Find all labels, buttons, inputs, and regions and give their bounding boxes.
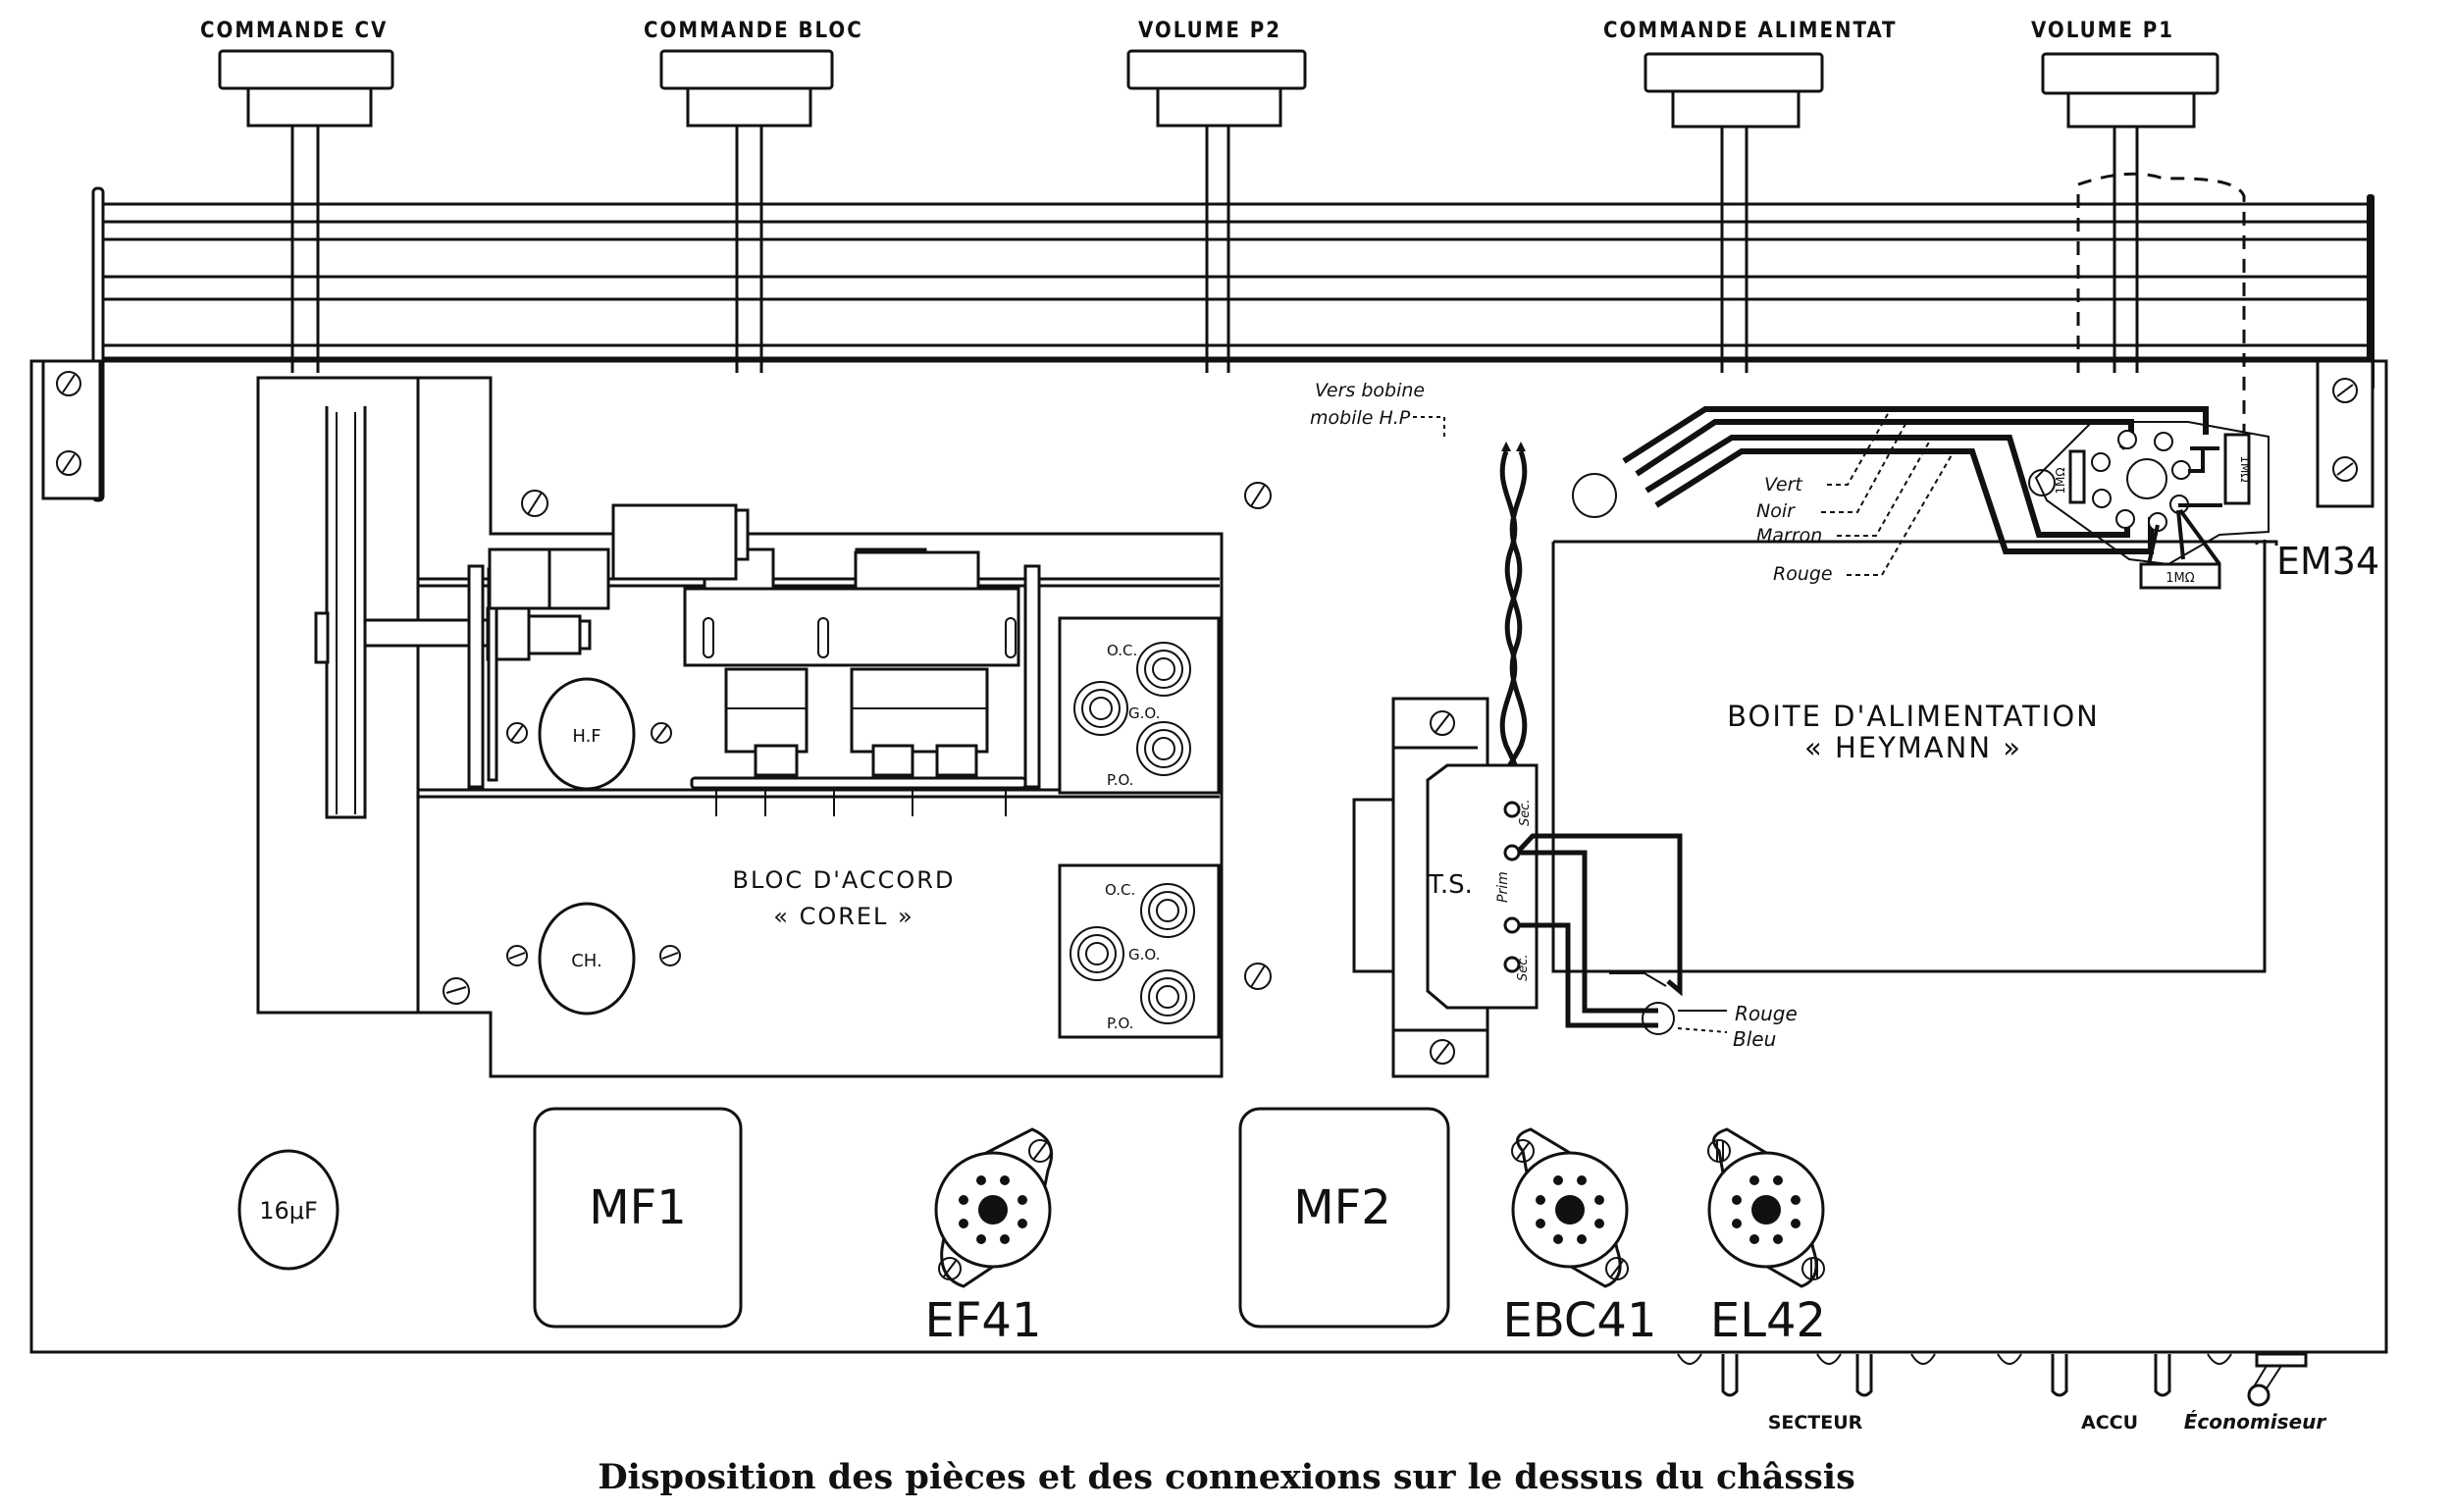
wire-color-vert: Vert bbox=[1764, 474, 1803, 495]
wire-color-rouge: Rouge bbox=[1773, 563, 1833, 585]
if-transformer-mf1: MF1 bbox=[533, 1107, 743, 1329]
figure-caption: Disposition des pièces et des connexions… bbox=[598, 1457, 1855, 1497]
left-bracket bbox=[41, 359, 102, 500]
economiseur-switch bbox=[2247, 1352, 2308, 1407]
bloc-accord-title: BLOC D'ACCORD bbox=[733, 866, 956, 894]
tube-label-ef41: EF41 bbox=[924, 1293, 1041, 1348]
output-transformer: T.S. Sec. Prim Sec. Rouge Bleu bbox=[1352, 697, 1798, 1078]
control-label-cv: COMMANDE CV bbox=[200, 19, 388, 43]
tube-socket-el42 bbox=[1707, 1127, 1825, 1288]
trimmer-label-oc-2: O.C. bbox=[1105, 881, 1135, 899]
wire-color-marron: Marron bbox=[1756, 525, 1822, 547]
mf2-label: MF2 bbox=[1293, 1180, 1391, 1235]
power-box-subtitle: « HEYMANN » bbox=[1804, 731, 2022, 764]
coil-hf-label: H.F bbox=[572, 726, 600, 747]
trimmer-label-po: P.O. bbox=[1107, 771, 1133, 789]
connector-label-accu: ACCU bbox=[2081, 1412, 2138, 1434]
speaker-note-line1: Vers bobine bbox=[1315, 380, 1425, 401]
control-knob-volume-p1: VOLUME P1 bbox=[2031, 19, 2219, 373]
front-panel-rails bbox=[91, 186, 2375, 502]
control-label-volume-p1: VOLUME P1 bbox=[2031, 19, 2174, 43]
control-label-bloc: COMMANDE BLOC bbox=[644, 19, 863, 43]
transformer-sec-top: Sec. bbox=[1518, 799, 1533, 826]
trimmer-label-go: G.O. bbox=[1128, 704, 1160, 722]
resistor-label-right: 1MΩ bbox=[2238, 455, 2252, 482]
coil-ch bbox=[538, 902, 636, 1016]
control-label-alimentation: COMMANDE ALIMENTAT bbox=[1603, 19, 1897, 43]
trimmer-label-go-2: G.O. bbox=[1128, 946, 1160, 964]
transformer-label: T.S. bbox=[1427, 870, 1473, 900]
transformer-prim: Prim bbox=[1495, 871, 1511, 903]
secteur-pin-1 bbox=[1721, 1354, 1739, 1397]
tube-socket-ebc41 bbox=[1511, 1127, 1629, 1288]
transformer-sec-bottom: Sec. bbox=[1516, 954, 1531, 981]
mf1-label: MF1 bbox=[589, 1180, 687, 1235]
power-box-title: BOITE D'ALIMENTATION bbox=[1727, 700, 2100, 733]
control-label-volume-p2: VOLUME P2 bbox=[1138, 19, 1281, 43]
capacitor-16uf: 16μF bbox=[237, 1149, 339, 1271]
power-box: BOITE D'ALIMENTATION « HEYMANN » bbox=[1551, 540, 2278, 973]
coil-hf bbox=[538, 677, 636, 791]
secteur-pin-2 bbox=[1855, 1354, 1873, 1397]
if-transformer-mf2: MF2 bbox=[1238, 1107, 1450, 1329]
chassis-outline bbox=[29, 359, 2388, 1354]
control-knob-volume-p2: VOLUME P2 bbox=[1126, 19, 1307, 373]
connector-label-secteur: SECTEUR bbox=[1768, 1412, 1863, 1434]
resistor-label-bottom: 1MΩ bbox=[2166, 571, 2194, 586]
coil-ch-label: CH. bbox=[571, 951, 602, 971]
bloc-accord: H.F CH. BLOC D'ACCORD « COREL » O.C. G.O… bbox=[256, 376, 1272, 1078]
rear-connectors: SECTEUR ACCU Économiseur bbox=[1677, 1352, 2327, 1434]
capacitor-label: 16μF bbox=[259, 1197, 318, 1225]
speaker-note-line2: mobile H.P bbox=[1310, 407, 1411, 429]
trimmer-label-oc: O.C. bbox=[1107, 642, 1137, 659]
right-bracket bbox=[2316, 359, 2375, 508]
output-wire-rouge: Rouge bbox=[1735, 1002, 1798, 1025]
accu-pin-2 bbox=[2154, 1354, 2171, 1397]
control-knob-alimentation: COMMANDE ALIMENTAT bbox=[1603, 19, 1897, 373]
bloc-accord-subtitle: « COREL » bbox=[773, 903, 913, 930]
trimmer-label-po-2: P.O. bbox=[1107, 1015, 1133, 1032]
em34-label: EM34 bbox=[2276, 540, 2379, 583]
connector-label-economiseur: Économiseur bbox=[2184, 1410, 2327, 1434]
em34-wiring: Vert Noir Marron Rouge 1MΩ 1MΩ 1MΩ EM34 bbox=[1572, 172, 2379, 590]
output-wire-bleu: Bleu bbox=[1733, 1027, 1776, 1051]
tube-label-el42: EL42 bbox=[1710, 1293, 1826, 1348]
control-knob-bloc: COMMANDE BLOC bbox=[644, 19, 863, 373]
tube-socket-ef41 bbox=[934, 1127, 1053, 1288]
accu-pin-1 bbox=[2051, 1354, 2068, 1397]
resistor-1m-right bbox=[2223, 433, 2251, 505]
control-knob-cv: COMMANDE CV bbox=[200, 19, 394, 373]
resistor-1m-left bbox=[2068, 449, 2086, 504]
resistor-1m-bottom bbox=[2139, 562, 2221, 590]
wire-color-noir: Noir bbox=[1756, 500, 1796, 522]
tube-label-ebc41: EBC41 bbox=[1502, 1293, 1656, 1348]
resistor-label-left: 1MΩ bbox=[2054, 467, 2067, 494]
